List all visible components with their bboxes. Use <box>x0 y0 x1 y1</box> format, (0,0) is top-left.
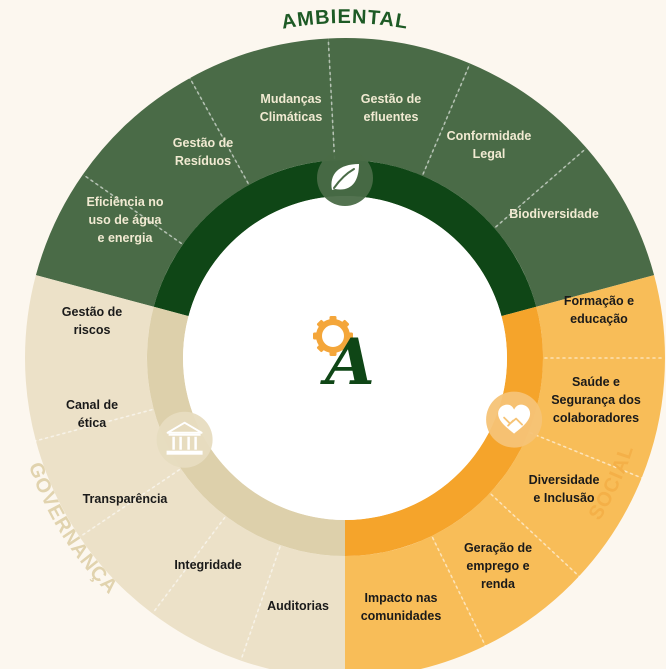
label-line: Resíduos <box>175 154 231 168</box>
label-line: Formação e <box>564 294 634 308</box>
label-line: Integridade <box>174 558 241 572</box>
governanca-segment-label: Gestão de riscos <box>62 305 122 337</box>
label-line: educação <box>570 312 628 326</box>
segment-divider <box>490 493 580 578</box>
label-line: ética <box>78 416 108 430</box>
leaf-icon <box>317 150 373 206</box>
ambiental-title: AMBIENTAL <box>280 6 410 34</box>
label-line: comunidades <box>361 609 442 623</box>
label-line: Saúde e <box>572 375 620 389</box>
logo-letter: A <box>320 325 375 400</box>
social-segment-label: Saúde e Segurança dos colaboradores <box>551 375 641 425</box>
social-segment-label: Diversidade e Inclusão <box>529 473 600 505</box>
segment-divider <box>327 37 336 160</box>
segment-divider <box>189 77 249 184</box>
ambiental-segment-label: Gestão de Resíduos <box>173 136 233 168</box>
ambiental-segment <box>35 174 183 307</box>
label-line: Transparência <box>83 492 169 506</box>
label-line: renda <box>481 577 516 591</box>
ambiental-segment-label: Gestão de efluentes <box>361 92 421 124</box>
label-line: Gestão de <box>173 136 233 150</box>
label-line: uso de água <box>89 213 163 227</box>
label-line: Geração de <box>464 541 532 555</box>
governanca-segment-label: Transparência <box>83 492 169 506</box>
segment-divider <box>422 62 471 175</box>
governanca-segment-label: Integridade <box>174 558 241 572</box>
governanca-segment <box>24 275 154 441</box>
social-segment <box>536 275 665 358</box>
social-segment-label: Geração de emprego e renda <box>464 541 532 591</box>
segment-divider <box>35 408 153 442</box>
label-line: Canal de <box>66 398 118 412</box>
label-line: Auditorias <box>267 599 329 613</box>
label-line: Gestão de <box>62 305 122 319</box>
segment-divider <box>151 516 226 615</box>
ambiental-segment-label: Eficiência no uso de água e energia <box>86 195 163 245</box>
label-line: Climáticas <box>260 110 323 124</box>
segment-dividers <box>35 37 666 662</box>
outer-segments <box>24 38 665 669</box>
label-line: colaboradores <box>553 411 639 425</box>
ambiental-ring <box>153 160 537 317</box>
ambiental-segment <box>422 63 587 229</box>
label-line: Diversidade <box>529 473 600 487</box>
governanca-segment <box>79 468 226 614</box>
social-segment-label: Impacto nas comunidades <box>361 591 442 623</box>
segment-divider <box>82 173 182 245</box>
segment-divider <box>529 432 643 479</box>
label-line: emprego e <box>466 559 529 573</box>
segment-divider <box>431 536 487 647</box>
center-disc <box>183 196 507 520</box>
label-line: riscos <box>74 323 111 337</box>
social-segment <box>431 493 580 646</box>
ambiental-segment <box>82 78 250 245</box>
social-segment-label: Formação e educação <box>564 294 634 326</box>
institution-icon <box>156 411 213 468</box>
governanca-segment <box>240 545 345 669</box>
center-logo: A <box>313 316 375 400</box>
ambiental-segment <box>189 38 335 185</box>
ambiental-segment <box>328 38 471 176</box>
label-line: Mudanças <box>260 92 321 106</box>
gear-icon <box>313 316 353 356</box>
ambiental-segment-label: Biodiversidade <box>509 207 599 221</box>
segment-divider <box>240 546 281 662</box>
ambiental-segment <box>494 148 655 307</box>
pillar-icons <box>156 150 543 468</box>
social-segment <box>528 358 665 478</box>
governanca-segment-label: Auditorias <box>267 599 329 613</box>
label-line: efluentes <box>364 110 419 124</box>
social-segment <box>489 432 642 577</box>
governanca-segment-label: Canal de ética <box>66 398 118 430</box>
label-line: Segurança dos <box>551 393 641 407</box>
label-line: Biodiversidade <box>509 207 599 221</box>
label-line: e Inclusão <box>533 491 594 505</box>
label-line: Conformidade <box>447 129 532 143</box>
label-line: e energia <box>98 231 154 245</box>
handshake-heart-icon <box>486 391 543 448</box>
label-line: Legal <box>473 147 506 161</box>
social-segment <box>345 535 486 669</box>
governanca-segment <box>35 409 181 537</box>
segment-divider <box>78 469 180 538</box>
label-line: Eficiência no <box>86 195 163 209</box>
segment-divider <box>495 147 588 228</box>
label-line: Gestão de <box>361 92 421 106</box>
governanca-segment <box>152 516 281 661</box>
label-line: Impacto nas <box>365 591 438 605</box>
